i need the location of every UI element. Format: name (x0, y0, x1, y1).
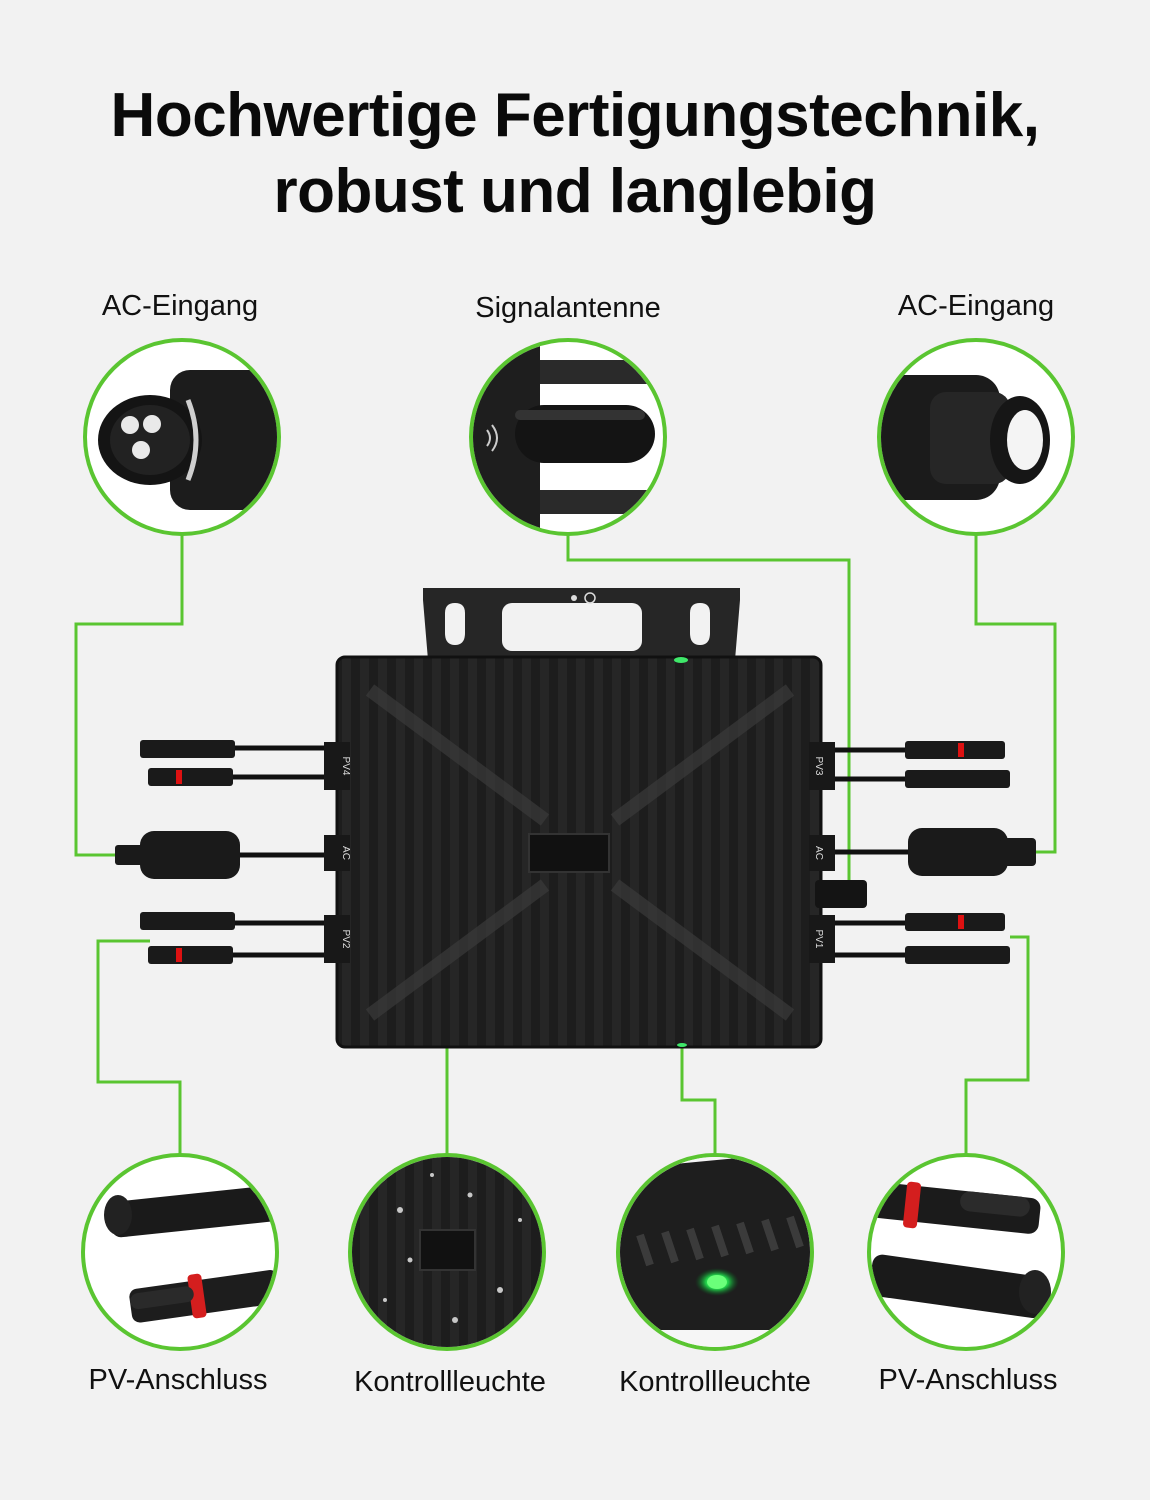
detail-circle-indicator-1 (348, 1153, 546, 1351)
label-ac-input-right: AC-Eingang (897, 290, 1055, 322)
led-bottom (677, 1043, 687, 1047)
detail-circle-antenna (469, 338, 667, 536)
title-line-1: Hochwertige Fertigungstechnik, (110, 81, 1040, 150)
label-pv-connector-right: PV-Anschluss (878, 1364, 1058, 1396)
detail-circle-pv-right (867, 1153, 1065, 1351)
port-label-pv4: PV4 (340, 757, 351, 776)
cables-left (230, 745, 330, 958)
port-label-pv3: PV3 (813, 757, 824, 776)
antenna-stub (815, 880, 867, 908)
callout-leader-lines (74, 535, 1057, 1155)
label-pv-connector-left: PV-Anschluss (88, 1364, 268, 1396)
detail-circle-ac-right (877, 338, 1075, 536)
label-indicator-light-2: Kontrollleuchte (619, 1366, 811, 1398)
leader-pv-right (964, 935, 1030, 1155)
leader-antenna (566, 535, 851, 880)
detail-circle-indicator-2 (616, 1153, 814, 1351)
port-label-pv1: PV1 (813, 930, 824, 949)
page-title: Hochwertige Fertigungstechnik, robust un… (0, 78, 1150, 230)
title-line-2: robust und langlebig (273, 157, 877, 226)
pv3-connectors (905, 741, 1010, 788)
center-label-plate (528, 833, 610, 873)
detail-circle-ac-left (83, 338, 281, 536)
port-label-ac-right: AC (813, 846, 824, 860)
port-label-ac-left: AC (340, 846, 351, 860)
label-ac-input-left: AC-Eingang (101, 290, 259, 322)
led-top (674, 657, 688, 663)
pv1-connectors (905, 913, 1010, 964)
inverter-device: PV4 AC PV2 PV3 AC PV1 (115, 588, 1036, 1049)
label-indicator-light-1: Kontrollleuchte (354, 1366, 546, 1398)
leader-ac-right (974, 535, 1057, 854)
port-label-pv2: PV2 (340, 930, 351, 949)
detail-circle-pv-left (81, 1153, 279, 1351)
ac-connector-left (115, 831, 240, 879)
pv2-connectors (140, 912, 235, 964)
pv4-connectors (140, 740, 235, 786)
leader-led-2 (680, 1045, 717, 1155)
label-signal-antenna: Signalantenne (475, 292, 661, 324)
leader-ac-left (74, 535, 184, 857)
ac-connector-right (908, 828, 1036, 876)
leader-pv-left (96, 939, 182, 1155)
